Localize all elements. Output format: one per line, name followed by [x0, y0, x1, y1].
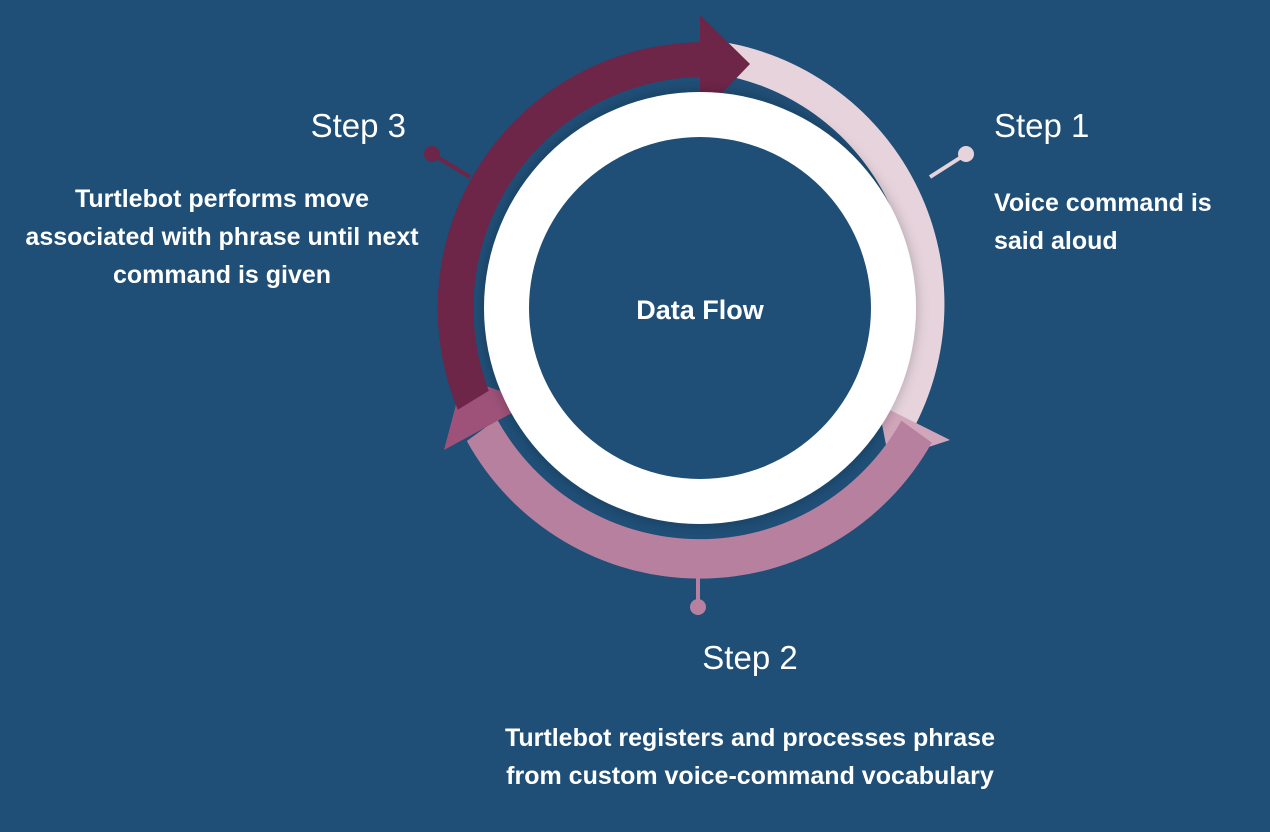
cycle-segment-step2 [466, 419, 932, 579]
cycle-arrowhead-step3 [700, 15, 750, 116]
cycle-segment-step1 [720, 42, 945, 432]
connector-dot-step2 [690, 599, 706, 615]
step3-description: Turtlebot performs move associated with … [25, 185, 419, 289]
inner-center-disc [529, 137, 871, 479]
connector-step3 [424, 146, 472, 179]
step1-description: Voice command is said aloud [994, 189, 1212, 255]
step2-description: Turtlebot registers and processes phrase… [505, 724, 995, 790]
step2-title: Step 2 [702, 639, 798, 676]
step3-title: Step 3 [310, 107, 406, 144]
connector-dot-step3 [424, 146, 440, 162]
connector-dot-step1 [958, 146, 974, 162]
connector-step2 [690, 574, 706, 615]
cycle-segment-step3 [437, 42, 710, 410]
step1-title: Step 1 [994, 107, 1090, 144]
center-label: Data Flow [636, 295, 764, 325]
connector-step1 [928, 146, 974, 179]
